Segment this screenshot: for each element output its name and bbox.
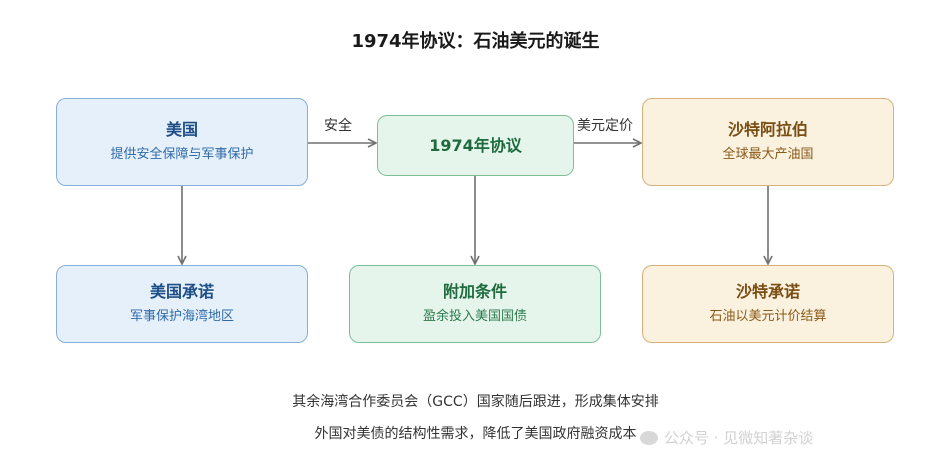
node-1974-agreement: 1974年协议 (377, 115, 574, 176)
node-subtitle: 石油以美元计价结算 (709, 309, 827, 324)
node-title: 附加条件 (442, 282, 507, 301)
node-saudi-arabia: 沙特阿拉伯 全球最大产油国 (642, 98, 894, 186)
node-title: 沙特阿拉伯 (727, 120, 808, 139)
edge-label-dollar-pricing: 美元定价 (575, 117, 635, 135)
wechat-logo-icon (640, 430, 658, 445)
watermark: 公众号 · 见微知著杂谈 (640, 427, 813, 448)
node-saudi-commitment: 沙特承诺 石油以美元计价结算 (642, 265, 894, 343)
node-subtitle: 军事保护海湾地区 (129, 309, 234, 324)
node-us-commitment: 美国承诺 军事保护海湾地区 (56, 265, 308, 343)
node-additional-conditions: 附加条件 盈余投入美国国债 (349, 265, 601, 343)
diagram-title: 1974年协议：石油美元的诞生 (351, 31, 600, 52)
footnote-treasury-demand: 外国对美债的结构性需求，降低了美国政府融资成本 (314, 426, 637, 442)
node-subtitle: 全球最大产油国 (722, 147, 814, 162)
node-title: 1974年协议 (429, 135, 522, 155)
node-subtitle: 提供安全保障与军事保护 (110, 147, 254, 162)
node-title: 美国 (165, 120, 198, 139)
node-subtitle: 盈余投入美国国债 (422, 309, 527, 324)
watermark-text: 公众号 · 见微知著杂谈 (664, 429, 814, 447)
node-united-states: 美国 提供安全保障与军事保护 (56, 98, 308, 186)
node-title: 美国承诺 (149, 282, 214, 301)
footnote-gcc: 其余海湾合作委员会（GCC）国家随后跟进，形成集体安排 (292, 394, 659, 410)
node-title: 沙特承诺 (735, 282, 800, 301)
edge-label-security: 安全 (322, 117, 354, 135)
